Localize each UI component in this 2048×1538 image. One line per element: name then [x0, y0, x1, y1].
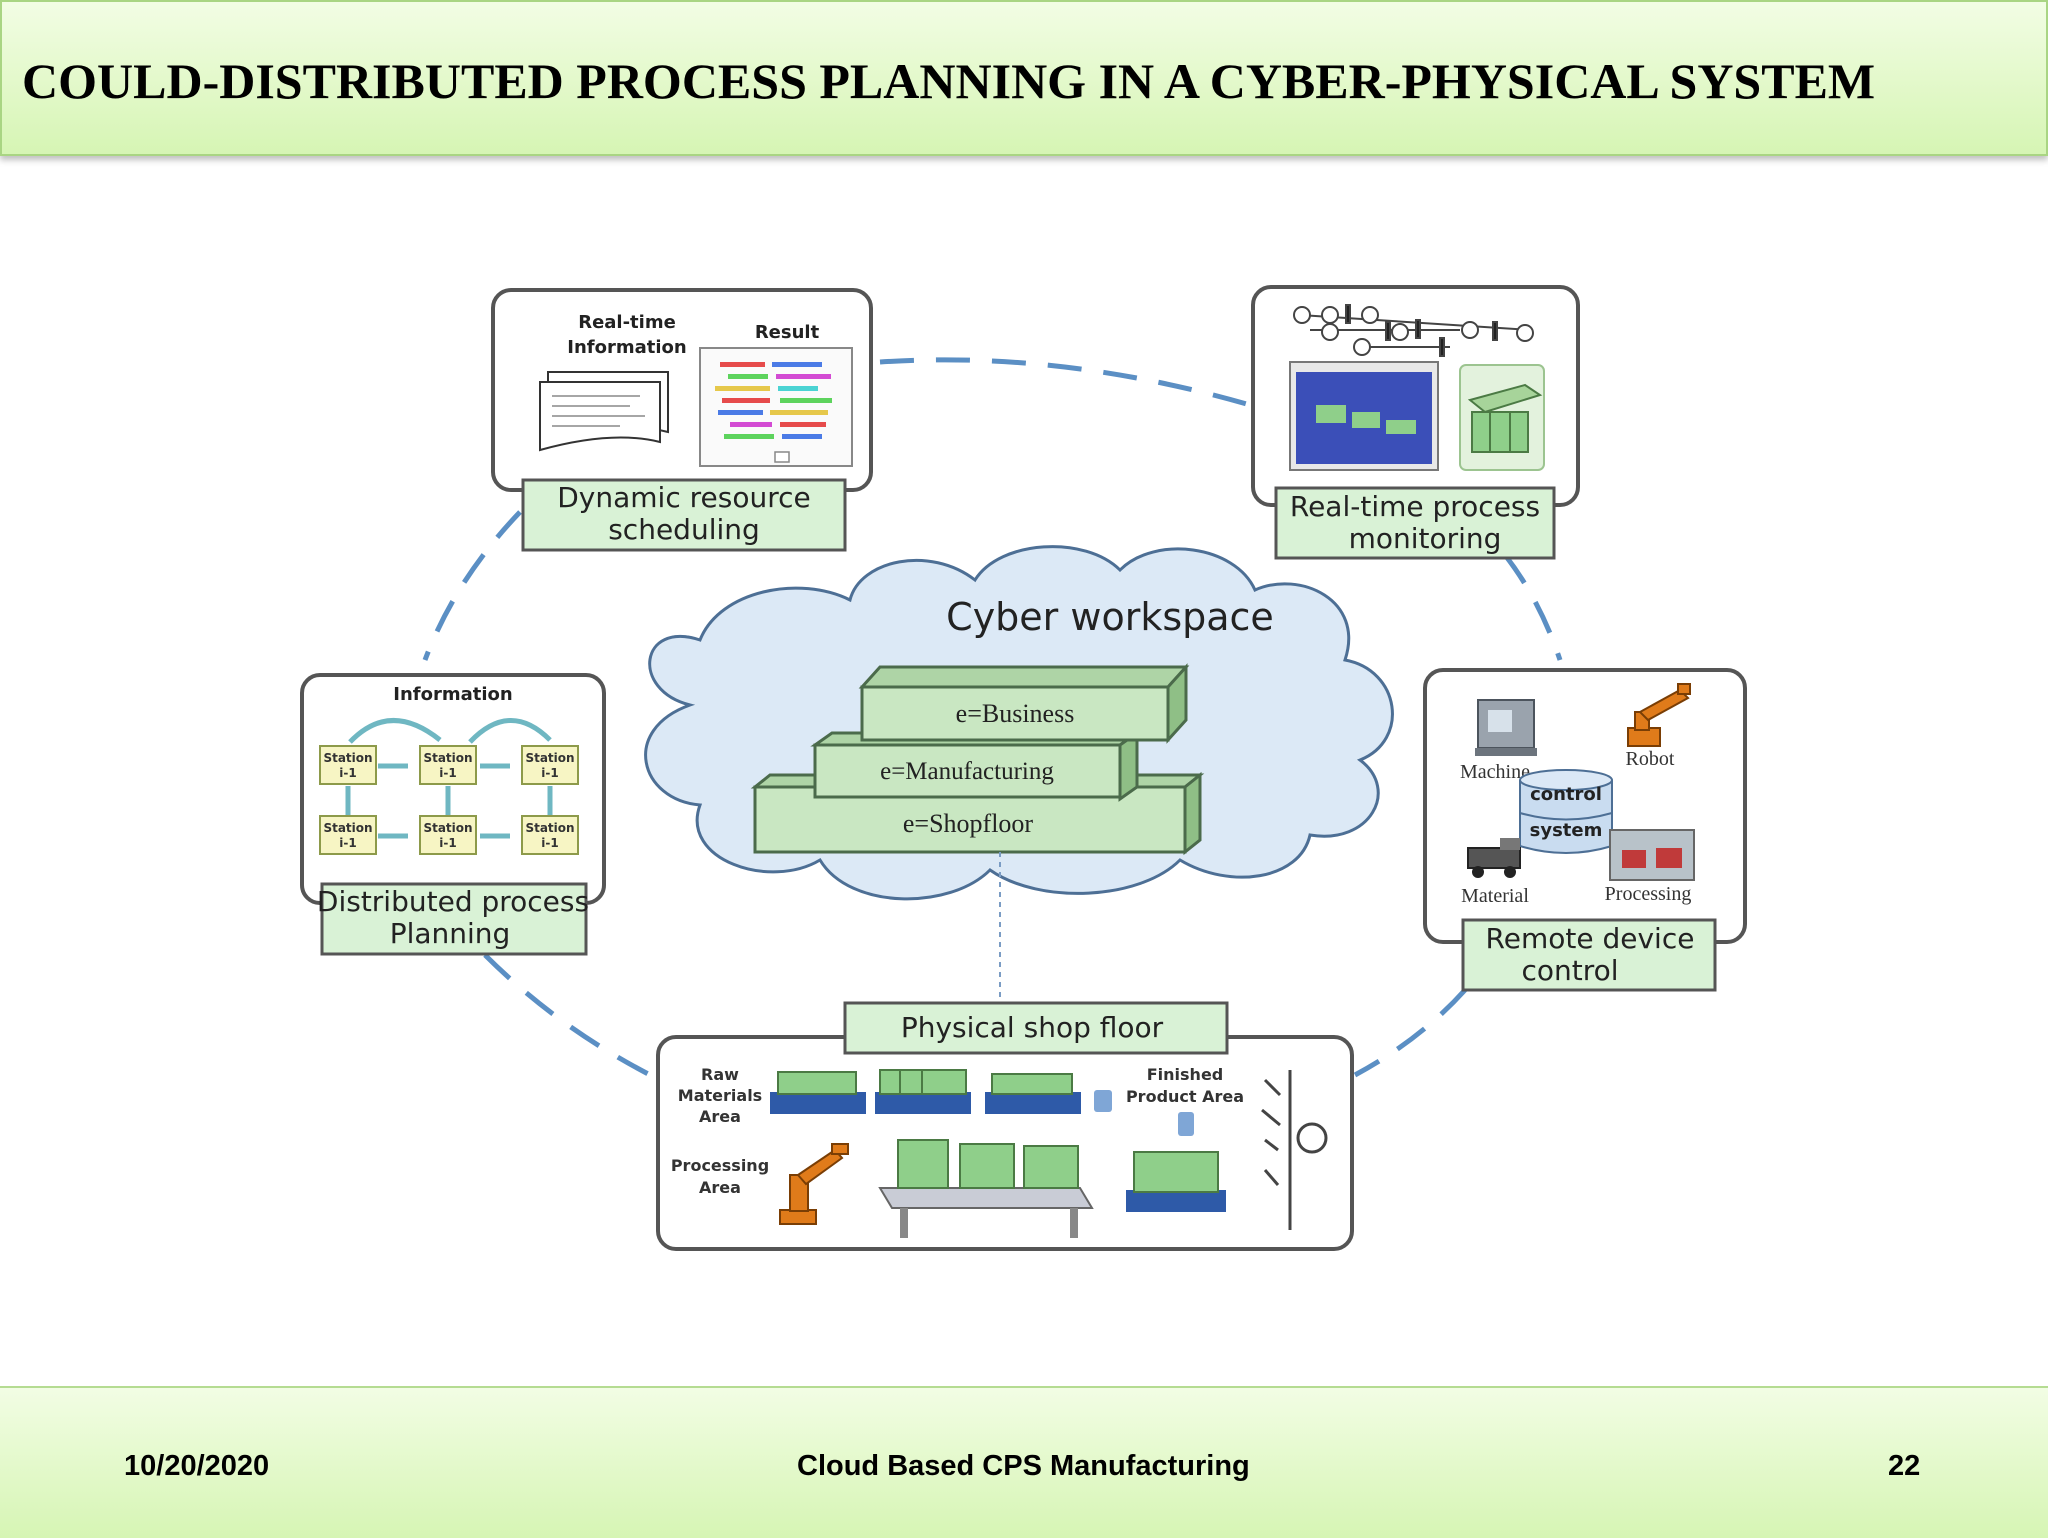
processing-area-label-2: Area [699, 1178, 741, 1197]
footer-bar: 10/20/2020 Cloud Based CPS Manufacturing… [0, 1386, 2048, 1538]
remote-label-1: Remote device [1486, 922, 1695, 955]
station-id: i-1 [541, 766, 558, 780]
remote-label-2: control [1521, 954, 1618, 987]
layer-stack [750, 663, 1205, 856]
processing-table-icon [878, 1139, 1094, 1238]
layer-manufacturing [813, 743, 1122, 799]
processing-label: Processing [1605, 883, 1692, 905]
monitoring-label-2: monitoring [1349, 522, 1502, 555]
layer-shopfloor-label: e=Shopfloor [903, 809, 1034, 838]
simulation-screenshot-icon [1289, 361, 1439, 471]
gantt-chart-icon [699, 347, 853, 467]
result-label: Result [755, 322, 820, 343]
raw-materials-label-1: Raw [701, 1065, 739, 1084]
control-label: control [1530, 784, 1602, 805]
station-label: Station [323, 751, 372, 765]
planning-label-1: Distributed process [317, 885, 589, 918]
station-label: Station [323, 821, 372, 835]
cloud-label: Cyber workspace [946, 595, 1274, 639]
station-id: i-1 [439, 766, 456, 780]
node-distributed-planning: Information Station i-1 Station i-1 Stat… [300, 673, 606, 956]
raw-material-pallets-icon [770, 1069, 1112, 1114]
workpiece-3d-icon [1459, 364, 1545, 471]
raw-materials-label-2: Materials [678, 1086, 762, 1105]
scheduling-label-1: Dynamic resource [557, 481, 811, 514]
slide-title: COULD-DISTRIBUTED PROCESS PLANNING IN A … [22, 53, 1876, 109]
finished-product-label-2: Product Area [1126, 1087, 1244, 1106]
node-dynamic-scheduling: Real-time Information Result Dynamic [491, 288, 873, 552]
node-process-monitoring: Real-time process monitoring [1251, 285, 1580, 560]
processing-line-icon [1609, 829, 1695, 881]
node-physical-shop-floor: Physical shop floor Raw Materials Area P… [656, 1001, 1354, 1251]
station-id: i-1 [541, 836, 558, 850]
material-vehicle-icon [1467, 838, 1521, 878]
processing-robot-icon [779, 1143, 849, 1225]
control-system-cylinder-icon [1519, 769, 1613, 854]
layer-business-label: e=Business [956, 699, 1075, 728]
document-stack-icon [539, 371, 669, 452]
station-flow-arrows [345, 718, 553, 839]
footer-date: 10/20/2020 [124, 1450, 270, 1482]
station-label: Station [525, 821, 574, 835]
machine-label: Machine [1460, 761, 1530, 783]
finished-product-pallet-icon [1126, 1112, 1226, 1212]
realtime-info-label-1: Real-time [578, 312, 676, 333]
cps-diagram: Cyber workspace e=Business e=Manufacturi… [300, 285, 1747, 1251]
shopfloor-label: Physical shop floor [901, 1011, 1164, 1044]
station-grid [319, 745, 579, 855]
station-label: Station [423, 751, 472, 765]
system-label: system [1530, 820, 1603, 841]
station-label: Station [525, 751, 574, 765]
processing-area-label-1: Processing [671, 1156, 769, 1175]
station-id: i-1 [439, 836, 456, 850]
realtime-info-label-2: Information [567, 337, 686, 358]
petri-net-icon [1293, 304, 1534, 357]
footer-title: Cloud Based CPS Manufacturing [797, 1450, 1250, 1482]
dashed-ring [422, 357, 1563, 1083]
material-label: Material [1461, 885, 1529, 907]
machine-icon [1475, 699, 1537, 756]
robot-icon [1627, 683, 1691, 747]
station-id: i-1 [339, 766, 356, 780]
node-remote-control: Machine Robot control system Material Pr… [1423, 668, 1747, 992]
robot-label: Robot [1626, 748, 1675, 770]
tool-rack-icon [1261, 1070, 1328, 1230]
planning-label-2: Planning [390, 917, 511, 950]
planning-info-label: Information [393, 684, 512, 705]
footer-page-number: 22 [1888, 1450, 1921, 1482]
monitoring-label-1: Real-time process [1290, 490, 1540, 523]
title-bar: COULD-DISTRIBUTED PROCESS PLANNING IN A … [0, 0, 2048, 156]
raw-materials-label-3: Area [699, 1107, 741, 1126]
layer-business [860, 685, 1170, 742]
station-label: Station [423, 821, 472, 835]
station-id: i-1 [339, 836, 356, 850]
finished-product-label-1: Finished [1147, 1065, 1224, 1084]
layer-manufacturing-label: e=Manufacturing [880, 758, 1054, 785]
scheduling-label-2: scheduling [608, 513, 760, 546]
